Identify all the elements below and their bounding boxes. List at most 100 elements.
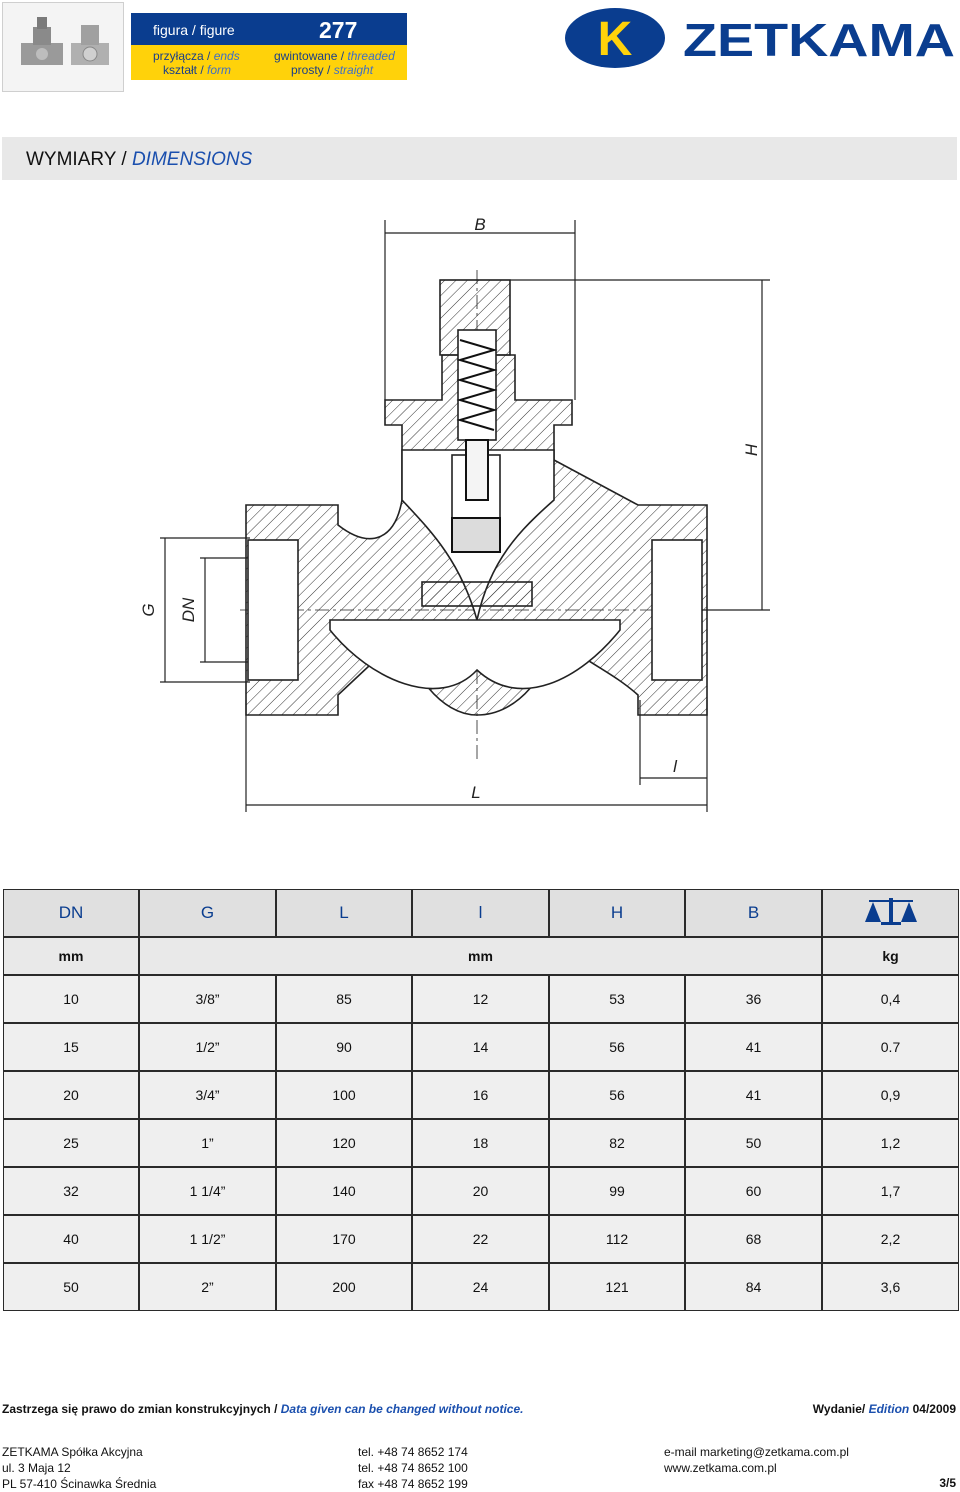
notice-pl: Zastrzega się prawo do zmian konstrukcyj… xyxy=(2,1402,278,1416)
fax: fax +48 74 8652 199 xyxy=(358,1477,468,1491)
cell-g: 1” xyxy=(138,1118,277,1168)
cell-h: 56 xyxy=(548,1070,686,1120)
footer-web: e-mail marketing@zetkama.com.pl www.zetk… xyxy=(664,1444,849,1476)
ends-line: przyłącza / ends xyxy=(153,49,240,63)
email-link[interactable]: e-mail marketing@zetkama.com.pl xyxy=(664,1445,849,1459)
cell-l: 85 xyxy=(275,974,413,1024)
unit-dn: mm xyxy=(2,936,140,976)
page-number: 3/5 xyxy=(939,1476,956,1490)
valve-thumbnail-icon xyxy=(21,17,109,65)
cell-l: 200 xyxy=(275,1262,413,1312)
header-g: G xyxy=(138,888,277,938)
logo-wordmark: ZETKAMA xyxy=(683,14,955,66)
ends-pl: przyłącza / xyxy=(153,49,211,63)
cell-h: 82 xyxy=(548,1118,686,1168)
cell-h: 112 xyxy=(548,1214,686,1264)
edition-value: 04/2009 xyxy=(912,1402,956,1416)
section-title-pl: WYMIARY / xyxy=(26,149,127,170)
cell-b: 60 xyxy=(684,1166,823,1216)
company-name: ZETKAMA Spółka Akcyjna xyxy=(2,1445,143,1459)
cell-weight: 1,2 xyxy=(821,1118,960,1168)
cell-h: 99 xyxy=(548,1166,686,1216)
cell-dn: 32 xyxy=(2,1166,140,1216)
product-thumbnail xyxy=(2,2,124,92)
cell-dn: 25 xyxy=(2,1118,140,1168)
cell-dn: 20 xyxy=(2,1070,140,1120)
form-pl: kształt / xyxy=(163,63,204,77)
cell-g: 1 1/4” xyxy=(138,1166,277,1216)
cell-l: 120 xyxy=(275,1118,413,1168)
figure-info-box: figura / figure 277 przyłącza / ends ksz… xyxy=(131,13,407,80)
dim-label-g: G xyxy=(140,603,158,616)
website-link[interactable]: www.zetkama.com.pl xyxy=(664,1461,777,1475)
cell-weight: 0,4 xyxy=(821,974,960,1024)
cell-b: 68 xyxy=(684,1214,823,1264)
unit-dims: mm xyxy=(138,936,823,976)
straight-line: prosty / straight xyxy=(291,63,373,77)
section-title-en: DIMENSIONS xyxy=(131,149,253,170)
section-title: WYMIARY / DIMENSIONS xyxy=(26,149,252,171)
valve-cross-section-drawing: B H G DN L l xyxy=(139,200,780,815)
figure-number: 277 xyxy=(319,17,358,43)
phone-2: tel. +48 74 8652 100 xyxy=(358,1461,468,1475)
phone-1: tel. +48 74 8652 174 xyxy=(358,1445,468,1459)
footer-phones: tel. +48 74 8652 174 tel. +48 74 8652 10… xyxy=(358,1444,468,1492)
scale-icon xyxy=(864,897,917,925)
cell-dn: 40 xyxy=(2,1214,140,1264)
threaded-en: threaded xyxy=(347,49,395,63)
cell-l-small: 24 xyxy=(411,1262,550,1312)
table-units-row: mm mm kg xyxy=(2,936,960,976)
cell-b: 41 xyxy=(684,1022,823,1072)
company-street: ul. 3 Maja 12 xyxy=(2,1461,71,1475)
header-dn: DN xyxy=(2,888,140,938)
unit-weight: kg xyxy=(821,936,960,976)
dim-label-l-small: l xyxy=(673,757,678,776)
threaded-line: gwintowane / threaded xyxy=(274,49,395,63)
cell-weight: 1,7 xyxy=(821,1166,960,1216)
straight-en: straight xyxy=(333,63,374,77)
dimensions-section-bar: WYMIARY / DIMENSIONS xyxy=(2,137,957,180)
cell-dn: 15 xyxy=(2,1022,140,1072)
cell-dn: 10 xyxy=(2,974,140,1024)
cell-g: 3/4” xyxy=(138,1070,277,1120)
header-l-small: l xyxy=(411,888,550,938)
edition-pl: Wydanie/ xyxy=(812,1402,866,1416)
cell-g: 1/2” xyxy=(138,1022,277,1072)
cell-l: 170 xyxy=(275,1214,413,1264)
cell-b: 84 xyxy=(684,1262,823,1312)
threaded-pl: gwintowane / xyxy=(274,49,345,63)
footer-company: ZETKAMA Spółka Akcyjna ul. 3 Maja 12 PL … xyxy=(2,1444,156,1492)
figure-label: figura / figure xyxy=(153,22,235,38)
cell-weight: 2,2 xyxy=(821,1214,960,1264)
cell-l-small: 20 xyxy=(411,1166,550,1216)
cell-l: 100 xyxy=(275,1070,413,1120)
dim-label-dn: DN xyxy=(179,597,198,622)
edition-info: Wydanie/ Edition 04/2009 xyxy=(813,1402,956,1416)
cell-h: 56 xyxy=(548,1022,686,1072)
cell-l-small: 18 xyxy=(411,1118,550,1168)
table-header-row: DN G L l H B xyxy=(2,888,960,938)
cell-l-small: 12 xyxy=(411,974,550,1024)
cell-dn: 50 xyxy=(2,1262,140,1312)
cell-l: 90 xyxy=(275,1022,413,1072)
header-b: B xyxy=(684,888,823,938)
form-en: form xyxy=(207,63,232,77)
cell-l-small: 16 xyxy=(411,1070,550,1120)
cell-weight: 3,6 xyxy=(821,1262,960,1312)
company-city: PL 57-410 Ścinawka Średnia xyxy=(2,1477,157,1491)
cell-l: 140 xyxy=(275,1166,413,1216)
cell-l-small: 14 xyxy=(411,1022,550,1072)
notice-en: Data given can be changed without notice… xyxy=(280,1402,524,1416)
cell-b: 50 xyxy=(684,1118,823,1168)
cell-h: 53 xyxy=(548,974,686,1024)
header-h: H xyxy=(548,888,686,938)
cell-weight: 0.7 xyxy=(821,1022,960,1072)
dim-label-h: H xyxy=(742,443,761,456)
